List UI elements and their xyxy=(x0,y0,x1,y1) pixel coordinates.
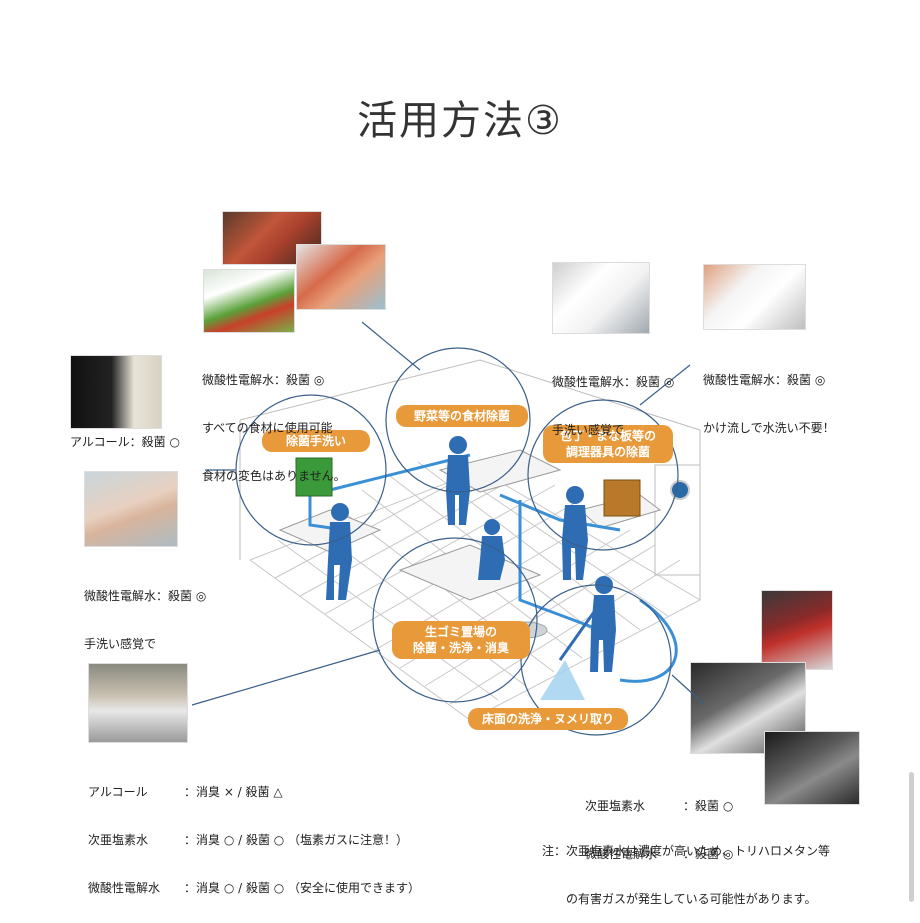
table-row: 微酸性電解水 ：消臭 ○ / 殺菌 ○ （安全に使用できます） xyxy=(88,880,420,896)
worker-sitting xyxy=(478,519,505,580)
connector-lines xyxy=(191,321,706,706)
row-name: アルコール xyxy=(88,785,148,799)
row-name: 微酸性電解水 xyxy=(88,881,161,895)
table-row: 次亜塩素水 ：消臭 ○ / 殺菌 ○ （塩素ガスに注意！） xyxy=(88,832,420,848)
walls xyxy=(239,359,701,600)
floor-cleaning-photo-2 xyxy=(764,731,860,805)
badge-garbage-line2: 除菌・洗浄・消臭 xyxy=(412,641,509,655)
badge-utensils-line1: 包丁・まな板等の xyxy=(559,429,656,443)
spray-gun xyxy=(558,611,596,661)
food-caption: 微酸性電解水：殺菌 ◎ すべての食材に使用可能 食材の変色はありません。 xyxy=(202,340,346,500)
garbage-bin-photo xyxy=(88,663,188,743)
worker-figures xyxy=(326,436,616,672)
food-caption-line2: すべての食材に使用可能 xyxy=(202,421,333,435)
worker-vegetables xyxy=(446,436,470,525)
badge-vegetables: 野菜等の食材除菌 xyxy=(396,405,528,427)
porthole-window xyxy=(670,480,690,500)
brown-tank xyxy=(603,479,641,517)
board1-caption-line2: 手洗い感覚で xyxy=(552,423,625,437)
spray-cone xyxy=(540,660,585,700)
note-line2: の有害ガスが発生している可能性があります。 xyxy=(566,892,817,906)
table-row: 次亜塩素水 ：殺菌 ○ xyxy=(585,798,733,814)
row-name: 微酸性電解水 xyxy=(585,847,658,861)
board1-caption: 微酸性電解水：殺菌 ◎ 手洗い感覚で xyxy=(552,342,674,454)
badge-garbage: 生ゴミ置場の 除菌・洗浄・消臭 xyxy=(392,621,530,659)
hands-caption-line1: 微酸性電解水：殺菌 ◎ xyxy=(84,589,207,603)
hand-wash-photo xyxy=(84,471,178,547)
zone-garbage xyxy=(372,537,538,703)
note-line1: 注：次亜塩素水は濃度が高いため、トリハロメタン等 xyxy=(542,844,831,858)
board-wash-photo-2 xyxy=(703,264,806,330)
hands-caption-line2: 手洗い感覚で xyxy=(84,637,157,651)
row-value: ：殺菌 ◎ xyxy=(683,847,734,861)
badge-floor: 床面の洗浄・ヌメリ取り xyxy=(468,708,628,730)
badge-handwash: 除菌手洗い xyxy=(262,430,370,452)
badge-utensils-line2: 調理器具の除菌 xyxy=(565,445,650,459)
worker-floor xyxy=(590,576,616,672)
row-name: 次亜塩素水 xyxy=(585,799,646,813)
bottom-comparison-table: アルコール ：消臭 × / 殺菌 △ 次亜塩素水 ：消臭 ○ / 殺菌 ○ （塩素ガ… xyxy=(88,752,420,912)
row-value: ：消臭 ○ / 殺菌 ○ （安全に使用できます） xyxy=(184,881,421,895)
badge-utensils: 包丁・まな板等の 調理器具の除菌 xyxy=(543,425,673,463)
row-value: ：消臭 × / 殺菌 △ xyxy=(184,785,283,799)
alcohol-caption: アルコール：殺菌 ○ xyxy=(70,435,180,449)
spray-machine-photo xyxy=(761,590,833,670)
board1-caption-line1: 微酸性電解水：殺菌 ◎ xyxy=(552,375,675,389)
right-comparison-table: 次亜塩素水 ：殺菌 ○ 微酸性電解水 ：殺菌 ◎ xyxy=(585,766,733,878)
row-value: ：殺菌 ○ xyxy=(683,799,734,813)
badge-garbage-line1: 生ゴミ置場の xyxy=(424,625,497,639)
note-text: 注：次亜塩素水は濃度が高いため、トリハロメタン等 の有害ガスが発生している可能性… xyxy=(542,811,830,923)
board2-caption: 微酸性電解水：殺菌 ◎ かけ流しで水洗い不要！ xyxy=(703,340,835,452)
zone-utensils xyxy=(527,399,679,551)
hands-caption: 微酸性電解水：殺菌 ◎ 手洗い感覚で xyxy=(84,556,206,668)
green-tank xyxy=(295,457,333,497)
row-name: 次亜塩素水 xyxy=(88,833,149,847)
worker-utensils xyxy=(562,486,588,580)
board2-caption-line1: 微酸性電解水：殺菌 ◎ xyxy=(703,373,826,387)
table-row: アルコール ：消臭 × / 殺菌 △ xyxy=(88,784,420,800)
board2-caption-line2: かけ流しで水洗い不要！ xyxy=(703,421,835,435)
page-title: 活用方法③ xyxy=(357,98,563,144)
board-wash-photo-1 xyxy=(552,262,650,334)
table-row: 微酸性電解水 ：殺菌 ◎ xyxy=(585,846,733,862)
scrollbar[interactable] xyxy=(909,772,914,902)
food-caption-line3: 食材の変色はありません。 xyxy=(202,469,346,483)
vegetables-photo xyxy=(203,269,295,333)
zone-floor xyxy=(520,584,672,736)
shrimp-spray-photo xyxy=(296,244,386,310)
food-caption-line1: 微酸性電解水：殺菌 ◎ xyxy=(202,373,325,387)
zone-vegetables xyxy=(385,347,531,493)
row-value: ：消臭 ○ / 殺菌 ○ （塩素ガスに注意！） xyxy=(184,833,409,847)
alcohol-dispenser-photo xyxy=(70,355,162,429)
zone-circles xyxy=(235,347,679,736)
